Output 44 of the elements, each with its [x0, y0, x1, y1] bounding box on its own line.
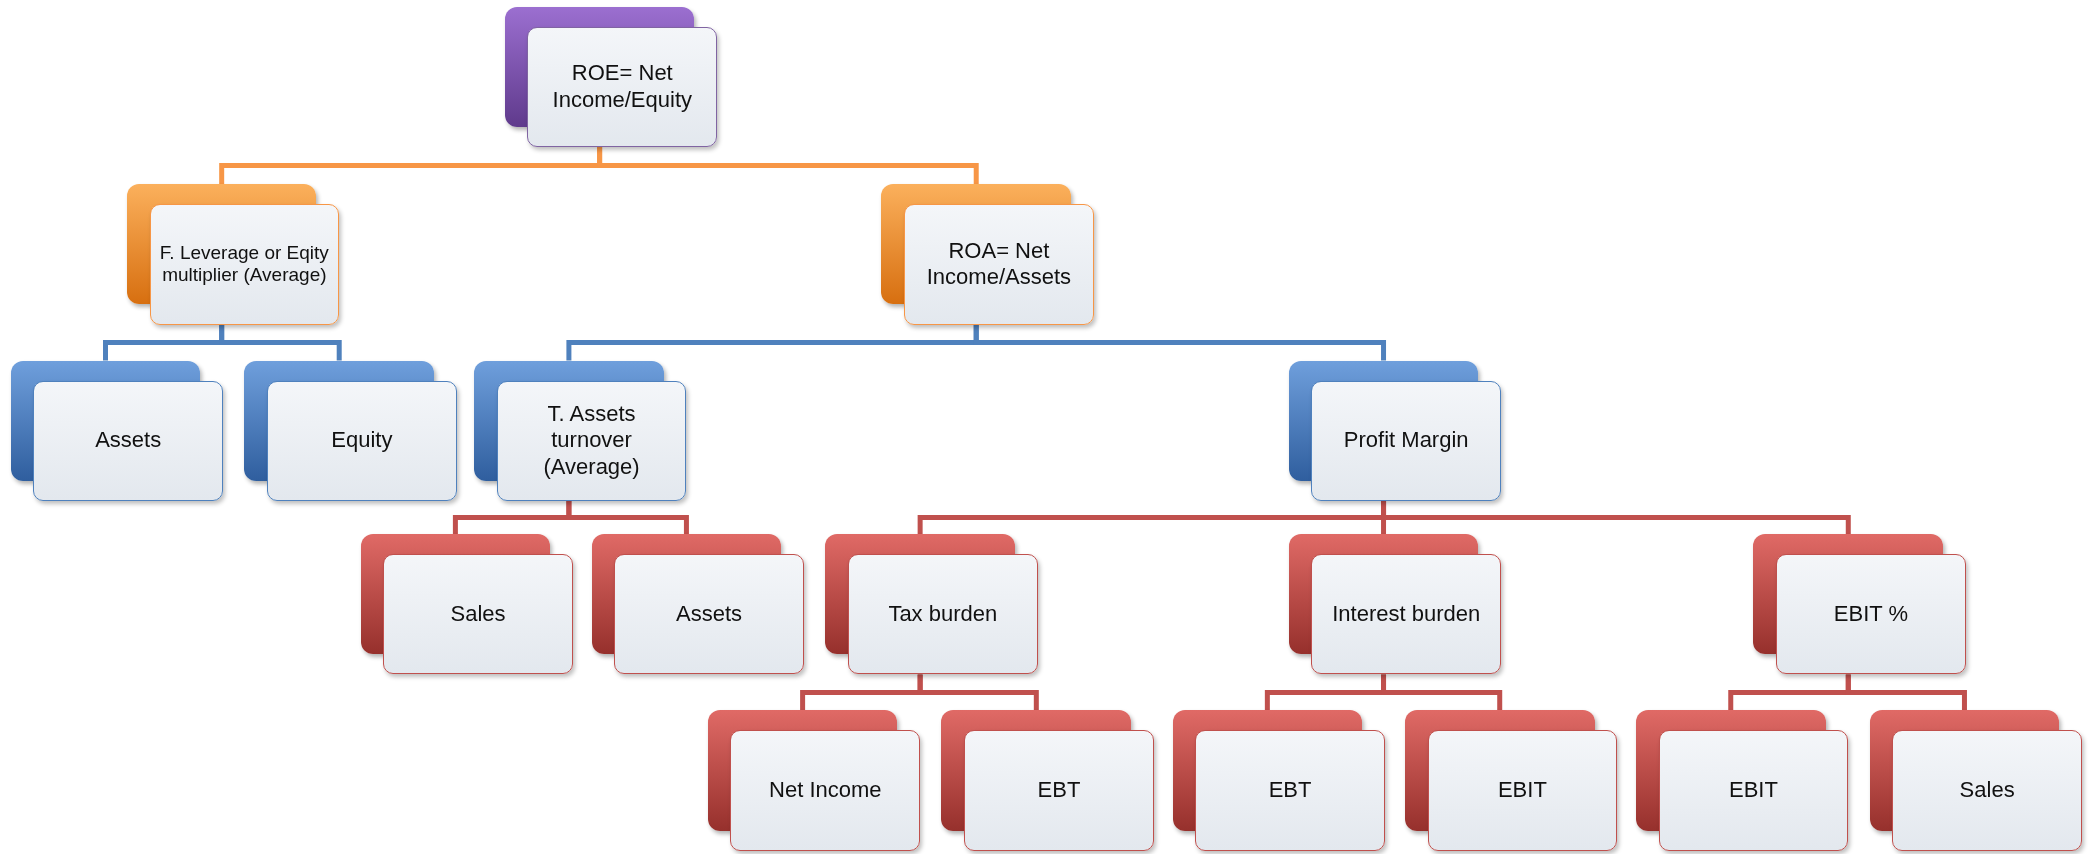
connector-line — [597, 146, 979, 185]
box-label: EBIT % — [1833, 601, 1909, 628]
box-label: Equity — [331, 427, 393, 454]
stacked-box — [1404, 710, 1618, 851]
box-label: EBIT — [1497, 777, 1547, 804]
box-label: EBT — [1268, 777, 1312, 804]
stacked-box — [126, 184, 340, 325]
box-label: Tax burden — [888, 601, 998, 628]
stacked-box — [941, 710, 1154, 851]
box-label: Assets — [676, 601, 743, 628]
stacked-box — [1635, 710, 1849, 851]
connector-line — [219, 324, 342, 361]
box-label: Assets — [95, 427, 162, 454]
connector-line — [973, 324, 1387, 361]
stacked-box — [881, 184, 1094, 325]
stacked-box — [1869, 710, 2082, 851]
box-label: Net Income — [769, 777, 882, 804]
stacked-box — [360, 534, 573, 675]
connector-line — [917, 674, 1039, 711]
stacked-box — [591, 534, 804, 675]
box-label: Sales — [450, 601, 506, 628]
box-label: EBT — [1037, 777, 1081, 804]
box-label: ROE= Net Income/Equity — [551, 60, 693, 114]
stacked-box — [504, 6, 718, 147]
box-label: T. Assets turnover (Average) — [542, 401, 641, 481]
box-label: Sales — [1959, 777, 2015, 804]
connector-line — [1845, 674, 1967, 711]
stacked-box — [10, 360, 223, 501]
box-label: EBIT — [1729, 777, 1778, 804]
stacked-box — [244, 360, 457, 501]
box-label: F. Leverage or Eqity multiplier (Average) — [158, 241, 330, 288]
box-label: Profit Margin — [1343, 427, 1469, 454]
box-label: Interest burden — [1332, 601, 1481, 628]
connector-line — [1381, 674, 1503, 711]
stacked-box — [1288, 360, 1502, 501]
stacked-box — [1288, 534, 1502, 675]
stacked-box — [825, 534, 1038, 675]
stacked-box — [1753, 534, 1966, 675]
stacked-box — [474, 360, 687, 501]
connector-line — [566, 500, 689, 535]
stacked-box — [707, 710, 921, 851]
stacked-box — [1172, 710, 1385, 851]
box-label: ROA= Net Income/Assets — [925, 238, 1073, 291]
connector-line — [1381, 500, 1851, 535]
